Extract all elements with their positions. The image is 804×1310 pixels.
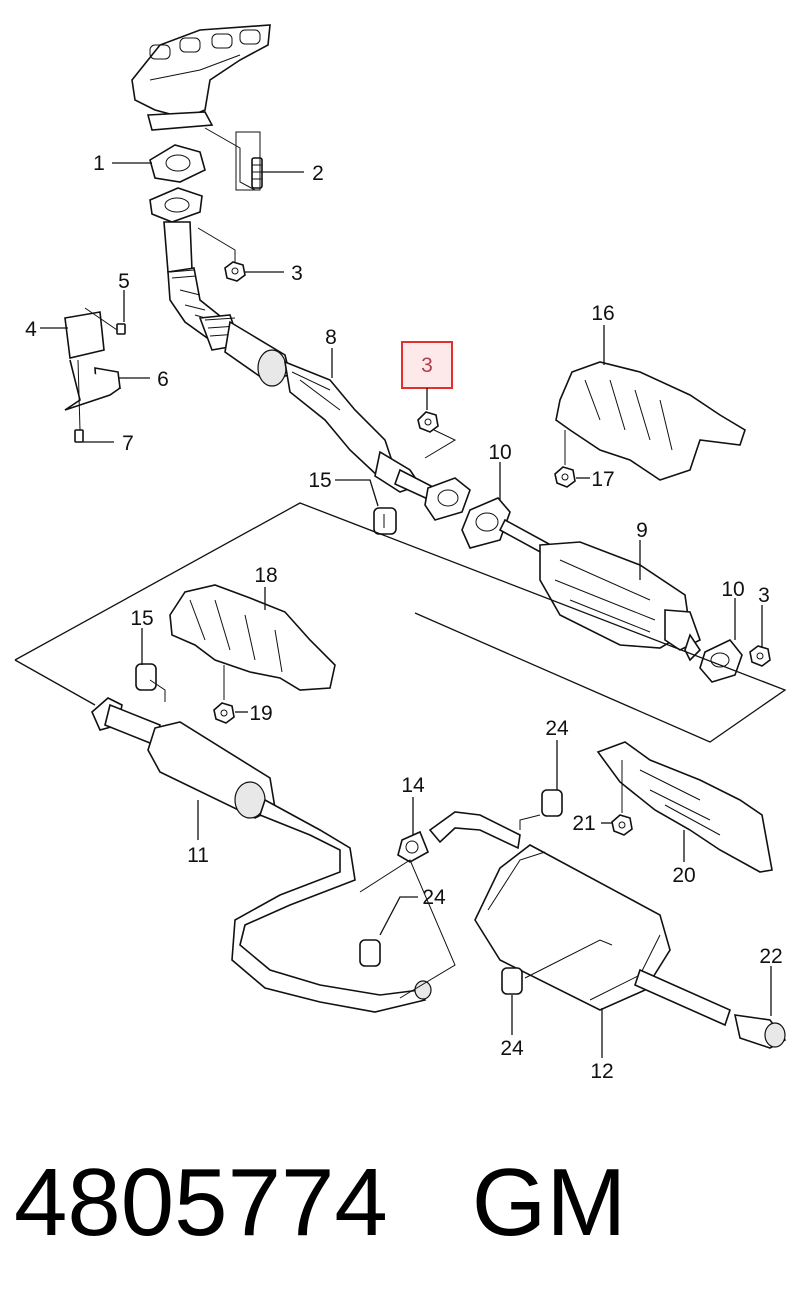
front-muffler bbox=[91, 697, 432, 1013]
callout-15-upper: 15 bbox=[308, 469, 331, 492]
callout-3-upper: 3 bbox=[291, 262, 303, 285]
heat-shield-18 bbox=[169, 584, 336, 691]
callout-5: 5 bbox=[118, 270, 130, 293]
callout-6: 6 bbox=[157, 368, 169, 391]
nut-21 bbox=[611, 814, 633, 836]
flange-gasket-lower bbox=[699, 639, 743, 683]
exhaust-clamp bbox=[397, 830, 430, 863]
nut-3-highlighted bbox=[417, 411, 439, 433]
callout-7: 7 bbox=[122, 432, 134, 455]
callout-9: 9 bbox=[636, 519, 648, 542]
callout-19: 19 bbox=[249, 702, 272, 725]
callout-24-upper: 24 bbox=[545, 717, 569, 740]
flange-gasket-upper bbox=[424, 477, 511, 549]
rubber-hanger-24-lower bbox=[501, 967, 523, 995]
rubber-hanger-24-middle bbox=[359, 939, 381, 967]
catalytic-converter bbox=[498, 518, 702, 662]
exhaust-manifold bbox=[131, 24, 271, 131]
footer-caption: 4805774 GM bbox=[14, 1148, 794, 1258]
mounting-bracket bbox=[64, 307, 126, 443]
callout-3-right: 3 bbox=[758, 584, 770, 607]
rubber-hanger-24-upper bbox=[541, 789, 563, 817]
callout-12: 12 bbox=[590, 1060, 613, 1083]
brand-name: GM bbox=[471, 1149, 627, 1256]
nut-17 bbox=[554, 466, 576, 488]
heat-shield-16 bbox=[555, 361, 746, 481]
exhaust-system-diagram: 3 bbox=[14, 24, 787, 1083]
rubber-hanger-lower bbox=[135, 663, 157, 691]
callout-10-upper: 10 bbox=[488, 441, 511, 464]
callout-20: 20 bbox=[672, 864, 695, 887]
callout-15-lower: 15 bbox=[130, 607, 153, 630]
callout-22: 22 bbox=[759, 945, 782, 968]
manifold-gasket bbox=[149, 144, 206, 183]
callout-16: 16 bbox=[591, 302, 614, 325]
nut-19 bbox=[213, 702, 235, 724]
callout-1: 1 bbox=[93, 152, 105, 175]
nut-3-upper bbox=[224, 261, 246, 282]
callout-2: 2 bbox=[312, 162, 324, 185]
highlighted-callout-label: 3 bbox=[421, 354, 433, 377]
callout-24-middle: 24 bbox=[422, 886, 446, 909]
callout-11: 11 bbox=[187, 844, 209, 867]
callout-14: 14 bbox=[401, 774, 425, 797]
heat-shield-20 bbox=[596, 741, 773, 873]
rear-muffler bbox=[428, 811, 787, 1049]
rubber-hanger-upper bbox=[373, 507, 397, 535]
callout-4: 4 bbox=[25, 318, 37, 341]
callout-10-lower: 10 bbox=[721, 578, 744, 601]
callout-17: 17 bbox=[591, 468, 614, 491]
intermediate-pipe bbox=[224, 320, 437, 502]
callout-18: 18 bbox=[254, 564, 277, 587]
callout-24-lower: 24 bbox=[500, 1037, 524, 1060]
nut-3-right bbox=[749, 645, 771, 667]
callout-21: 21 bbox=[572, 812, 595, 835]
part-number: 4805774 bbox=[14, 1149, 388, 1256]
callout-8: 8 bbox=[325, 326, 337, 349]
